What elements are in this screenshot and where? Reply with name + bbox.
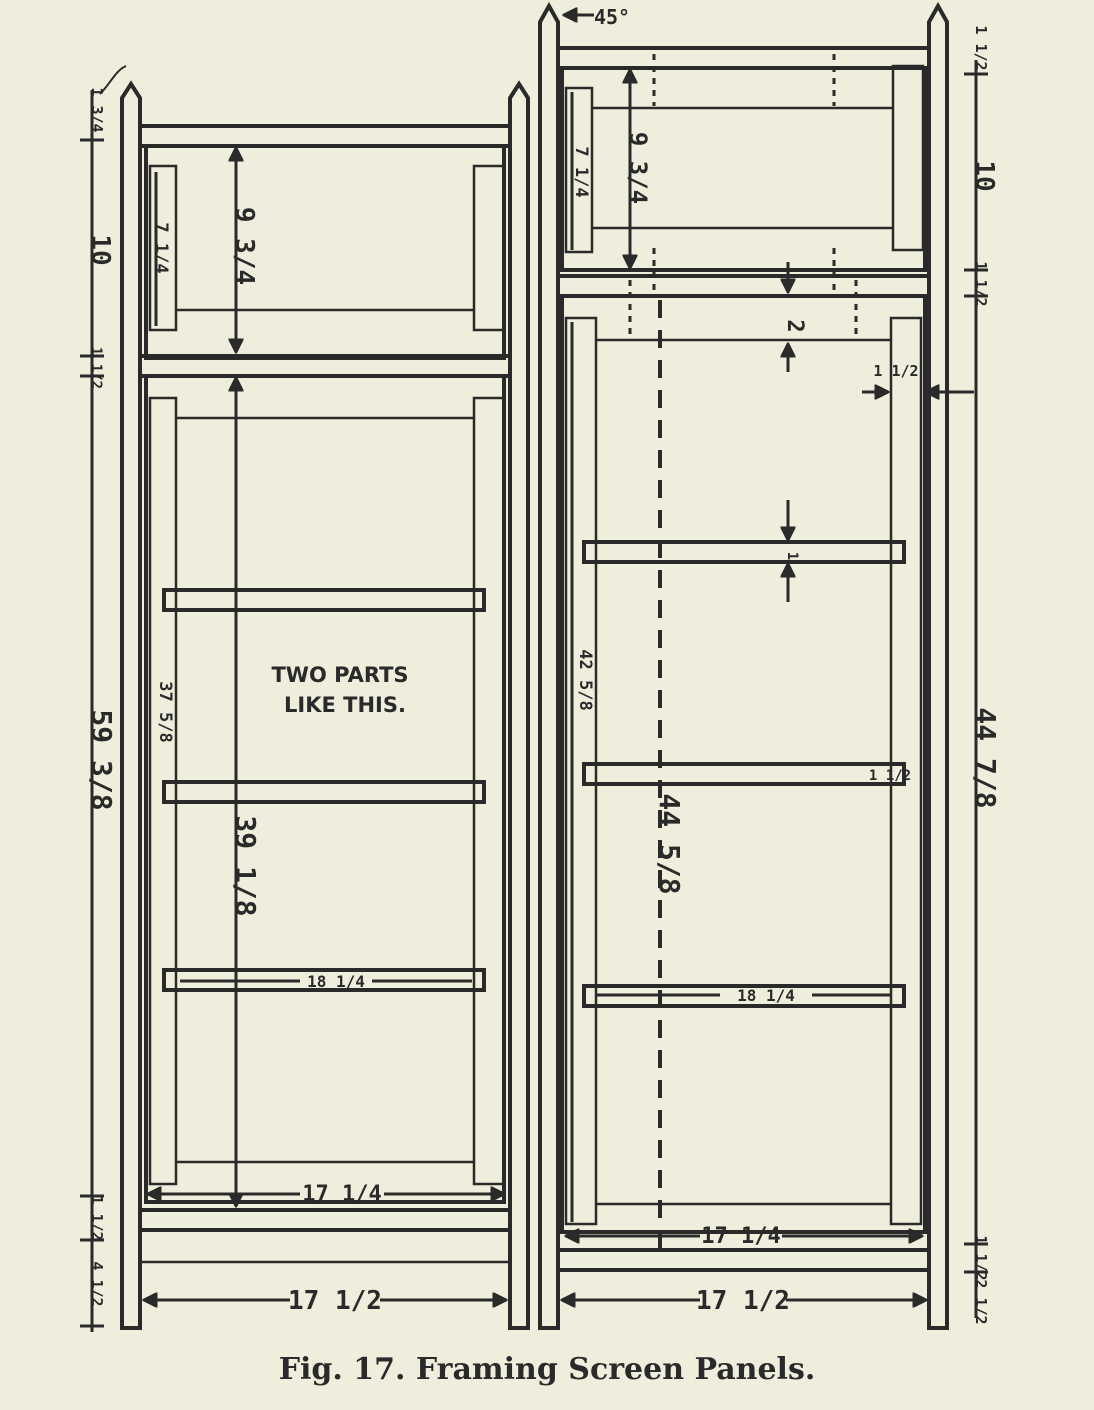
dim-label-lower-side-piece: 42 5/8 — [575, 649, 595, 710]
top-rail — [138, 124, 512, 148]
right-panel: 45° 1 1/2 10 1 1/2 44 7/8 1 1/2 2 1/2 9 … — [538, 1, 1002, 1330]
dim-label-post-width: 1 1/2 — [873, 362, 918, 380]
dim-label-upper-side-piece: 7 1/4 — [571, 146, 591, 197]
middle-rail — [556, 274, 931, 298]
cross-rail — [162, 588, 486, 612]
leader-line — [99, 65, 127, 95]
dim-label-upper-section: 10 — [85, 234, 115, 265]
dim-label-top-angle: 45° — [594, 5, 630, 29]
left-inner-post — [508, 80, 530, 1330]
dim-label-outside-width: 17 1/2 — [696, 1286, 790, 1316]
right-left-post — [538, 1, 560, 1330]
lower-side-piece — [564, 316, 598, 1226]
upper-right-block — [472, 164, 506, 332]
lower-panel-box — [144, 374, 506, 1204]
dim-label-bottom-rail: 1 1/2 — [972, 1235, 990, 1280]
dim-label-inside-width: 17 1/4 — [302, 1182, 381, 1207]
dim-label-rail-thickness: 1 — [784, 552, 800, 560]
upper-panel-box — [560, 66, 927, 272]
note-line: TWO PARTS — [271, 663, 408, 687]
cross-rail — [582, 984, 906, 1008]
lower-right-block — [889, 316, 923, 1226]
dim-label-lower-opening: 44 5/8 — [653, 793, 686, 894]
lower-side-piece — [148, 396, 178, 1186]
lower-right-block — [472, 396, 506, 1186]
dim-label-top-allowance: 1 1/2 — [972, 25, 990, 70]
upper-side-piece — [564, 86, 594, 254]
dim-label-upper-opening: 9 3/4 — [229, 207, 259, 285]
cross-rail — [582, 762, 906, 786]
upper-side-piece — [148, 164, 178, 332]
dim-label-middle-rail: 1 1/2 — [972, 261, 990, 306]
upper-panel-box — [144, 144, 506, 360]
cross-rail — [162, 780, 486, 804]
dim-label-middle-rail: 1 1/2 — [88, 347, 104, 389]
cross-rail — [162, 968, 486, 992]
dim-label-cross-rail: 18 1/4 — [737, 986, 795, 1005]
figure-caption: Fig. 17. Framing Screen Panels. — [278, 1352, 816, 1387]
dim-label-outside-width: 17 1/2 — [288, 1286, 382, 1316]
dim-label-overall-lower: 44 7/8 — [969, 707, 1002, 808]
right-right-post — [927, 1, 949, 1330]
dim-label-side-mark: 1 1/2 — [869, 768, 911, 784]
dim-label-overall-height: 59 3/8 — [85, 709, 118, 810]
left-panel: 1 3/4 10 1 1/2 59 3/8 1 1/2 4 1/2 9 3/4 … — [80, 65, 530, 1332]
lower-panel-box — [560, 294, 927, 1234]
dim-label-lower-side-piece: 37 5/8 — [155, 681, 175, 742]
bottom-rail — [556, 1248, 931, 1272]
dim-label-upper-section: 10 — [969, 160, 999, 191]
dim-label-rail-gap: 2 — [782, 319, 807, 332]
dim-label-inside-width: 17 1/4 — [701, 1224, 780, 1249]
top-rail — [556, 46, 931, 70]
bottom-rail — [138, 1208, 512, 1232]
cross-rail — [582, 540, 906, 564]
dim-label-upper-opening: 9 3/4 — [624, 132, 652, 204]
dim-label-bottom-allowance: 2 1/2 — [972, 1279, 990, 1324]
note-line: LIKE THIS. — [284, 693, 406, 717]
dim-label-bottom-allowance: 4 1/2 — [88, 1261, 106, 1306]
left-post — [120, 80, 142, 1330]
dim-label-lower-opening: 39 1/8 — [229, 815, 262, 916]
dim-label-cross-rail: 18 1/4 — [307, 972, 365, 991]
dim-label-top-allowance: 1 3/4 — [88, 87, 106, 132]
upper-right-block — [891, 64, 925, 252]
dim-label-bottom-rail: 1 1/2 — [88, 1195, 106, 1240]
dim-label-upper-side-piece: 7 1/4 — [151, 222, 171, 273]
